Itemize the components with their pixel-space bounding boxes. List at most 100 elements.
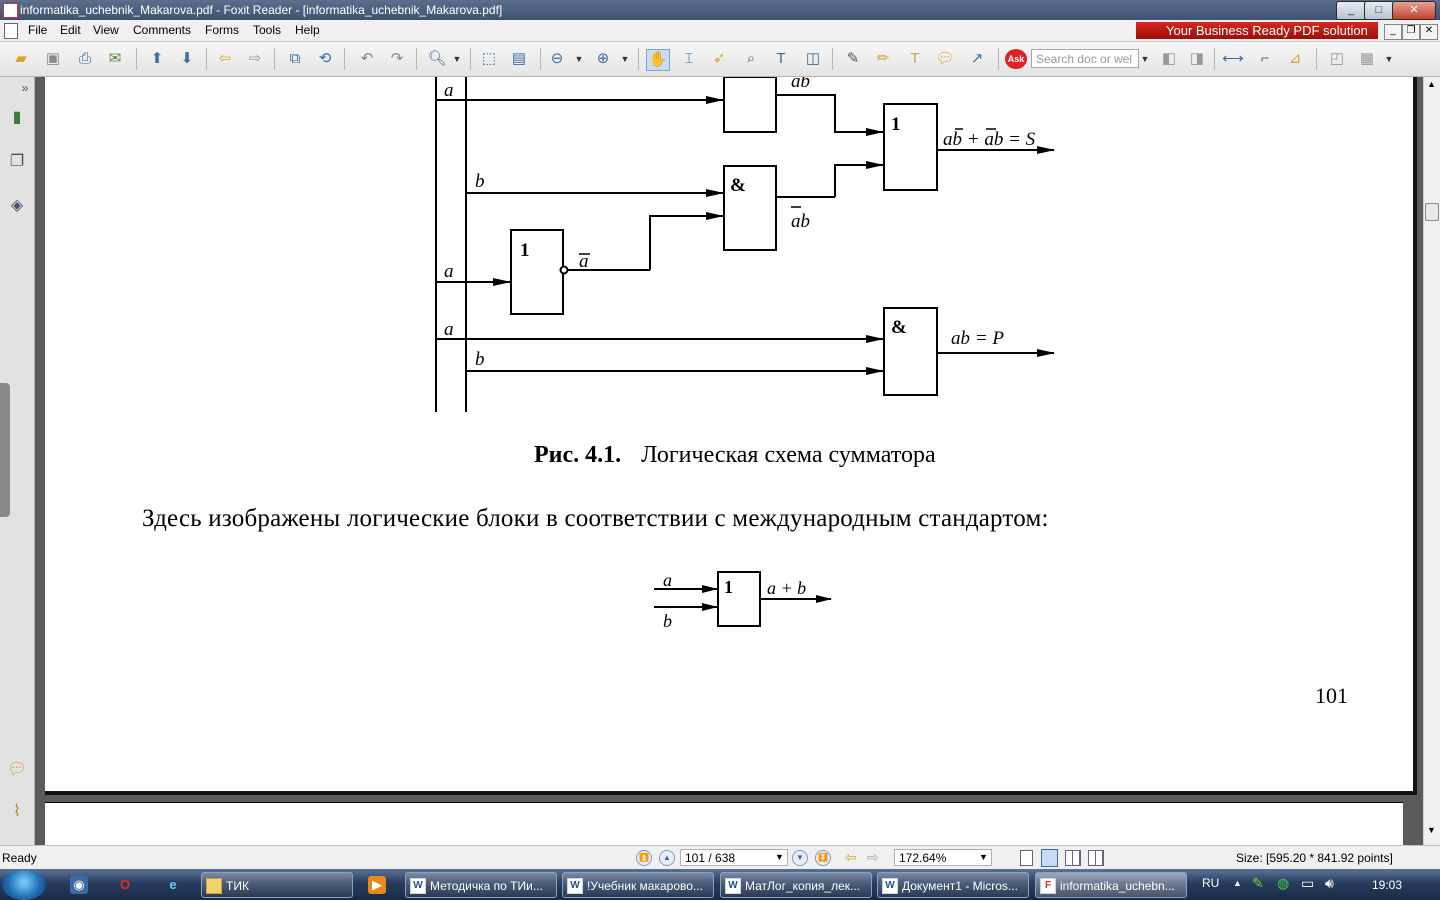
last-page-icon[interactable]: ⏬ — [815, 850, 831, 866]
measure-perimeter-icon[interactable]: ⌐ — [1260, 50, 1270, 67]
next-view-icon[interactable]: ⇨ — [867, 849, 879, 865]
close-button[interactable]: ✕ — [1392, 1, 1436, 20]
maximize-button[interactable]: □ — [1364, 1, 1394, 20]
fit-width-icon[interactable]: ▤ — [511, 50, 527, 67]
first-page-icon[interactable]: ⏫ — [636, 850, 652, 866]
media-player-icon[interactable]: ◉ — [70, 876, 88, 894]
menu-comments[interactable]: Comments — [133, 23, 192, 37]
taskbar-item-tik[interactable]: ТИК — [201, 872, 353, 898]
note-icon[interactable]: ✎ — [846, 50, 860, 67]
forward-icon[interactable]: ⇨ — [248, 50, 262, 67]
page-number-field[interactable]: 101 / 638 — [680, 849, 788, 866]
minimize-button[interactable]: _ — [1336, 1, 1366, 20]
chevron-down-icon[interactable]: ▼ — [620, 54, 630, 64]
arrow-icon[interactable]: ↗ — [970, 50, 984, 67]
rotate-icon[interactable]: ⟲ — [318, 50, 332, 67]
language-indicator[interactable]: RU — [1202, 876, 1220, 890]
start-button[interactable] — [2, 870, 46, 900]
promo-banner[interactable]: Your Business Ready PDF solution — [1136, 22, 1378, 39]
search-next-icon[interactable]: ◨ — [1189, 50, 1205, 67]
next-page-button-icon[interactable]: ▼ — [792, 850, 808, 866]
open-icon[interactable]: ▰ — [15, 50, 27, 67]
chevron-down-icon[interactable]: ▼ — [775, 852, 784, 862]
continuous-facing-icon[interactable] — [1088, 850, 1104, 866]
prev-page-button-icon[interactable]: ▲ — [659, 850, 675, 866]
search-prev-icon[interactable]: ◧ — [1161, 50, 1177, 67]
opera-icon[interactable]: O — [119, 877, 131, 892]
prev-page-icon[interactable]: ⬆ — [150, 50, 164, 67]
typewriter-icon[interactable]: T — [776, 50, 786, 67]
pencil-icon[interactable]: ✏ — [876, 50, 890, 67]
menu-view[interactable]: View — [93, 23, 119, 37]
layers-icon[interactable]: ◈ — [10, 197, 24, 214]
select-arrow-icon[interactable]: ➶ — [712, 50, 726, 67]
document-view[interactable]: a b a a b a ab ab ab + ab = S ab = P 1 &… — [35, 77, 1423, 845]
print-icon[interactable]: ⎙ — [78, 50, 91, 67]
menu-help[interactable]: Help — [295, 23, 320, 37]
menu-edit[interactable]: Edit — [60, 23, 81, 37]
menu-file[interactable]: File — [28, 23, 48, 37]
menu-forms[interactable]: Forms — [205, 23, 239, 37]
prev-view-icon[interactable]: ⇦ — [845, 849, 857, 865]
chevron-down-icon[interactable]: ▼ — [1140, 54, 1150, 64]
clock[interactable]: 19:03 — [1372, 878, 1403, 892]
chevron-down-icon[interactable]: ▼ — [979, 852, 988, 862]
back-icon[interactable]: ⇦ — [218, 50, 232, 67]
save-icon[interactable]: ▣ — [45, 50, 61, 67]
zoom-out-icon[interactable]: ⊖ — [550, 50, 564, 67]
taskbar-item-informatika[interactable]: F informatika_uchebn... — [1035, 872, 1187, 898]
antivirus-icon[interactable]: ◍ — [1277, 875, 1290, 891]
show-hidden-icons-icon[interactable]: ▲ — [1233, 878, 1242, 888]
network-icon[interactable]: ▭ — [1301, 875, 1315, 891]
hand-tool-icon[interactable]: ✋ — [646, 49, 670, 71]
callout-icon[interactable]: 💬︎ — [935, 50, 955, 67]
zoom-in-icon[interactable]: ⊕ — [596, 50, 610, 67]
bookmarks-icon[interactable]: ▮ — [12, 109, 22, 126]
next-page-icon[interactable]: ⬇ — [180, 50, 194, 67]
undo-icon[interactable]: ↶ — [360, 50, 374, 67]
facing-icon[interactable] — [1065, 850, 1081, 866]
chevron-down-icon[interactable]: ▼ — [452, 54, 462, 64]
volume-icon[interactable]: 🔊︎ — [1325, 875, 1334, 891]
textbox-icon[interactable]: T — [910, 50, 920, 67]
find-icon[interactable]: ⌕ — [746, 50, 756, 67]
taskbar-item-uchebnik[interactable]: W !Учебник макарово... — [562, 872, 714, 898]
continuous-icon[interactable] — [1041, 849, 1058, 867]
internet-explorer-icon[interactable]: e — [169, 877, 177, 892]
expand-panel-icon[interactable]: » — [21, 81, 29, 95]
chevron-down-icon[interactable]: ▼ — [1384, 54, 1394, 64]
doc-minimize-button[interactable]: _ — [1384, 24, 1402, 40]
snapshot-icon[interactable]: ◫ — [805, 50, 821, 67]
scroll-down-icon[interactable]: ▼ — [1427, 825, 1436, 835]
pages-icon[interactable]: ❐ — [9, 153, 25, 170]
search-input[interactable]: Search doc or wel — [1031, 49, 1139, 68]
scroll-thumb[interactable] — [1425, 203, 1439, 221]
menu-tools[interactable]: Tools — [253, 23, 282, 37]
attachments-icon[interactable]: ⌇ — [13, 803, 21, 820]
measure-distance-icon[interactable]: ⟷ — [1222, 50, 1244, 67]
extract-icon[interactable]: ⧉ — [289, 50, 301, 67]
redo-icon[interactable]: ↷ — [390, 50, 404, 67]
image-icon[interactable]: ▦ — [1359, 50, 1375, 67]
panel-resize-handle[interactable] — [0, 383, 10, 517]
taskbar-item-matlog[interactable]: W МатЛог_копия_лек... — [720, 872, 872, 898]
doc-close-button[interactable]: ✕ — [1420, 24, 1438, 40]
measure-area-icon[interactable]: ⊿ — [1288, 50, 1302, 67]
fit-page-icon[interactable]: ⬚ — [481, 50, 497, 67]
player-icon[interactable]: ▶ — [368, 876, 386, 894]
chevron-down-icon[interactable]: ▼ — [574, 54, 584, 64]
comments-icon[interactable]: 💬︎ — [6, 761, 28, 778]
scroll-up-icon[interactable]: ▲ — [1427, 79, 1436, 89]
zoom-in-tool-icon[interactable]: 🔍︎ — [427, 50, 447, 67]
link-icon[interactable]: ◰ — [1329, 50, 1345, 67]
vertical-scrollbar[interactable]: ▲ ▼ — [1423, 77, 1440, 845]
zoom-field[interactable]: 172.64% — [894, 849, 992, 866]
ask-logo-icon[interactable]: Ask — [1005, 49, 1027, 69]
taskbar-item-metodichka[interactable]: W Методичка по ТИи... — [405, 872, 557, 898]
single-page-icon[interactable] — [1020, 850, 1033, 866]
pen-icon[interactable]: ✎ — [1252, 875, 1264, 891]
email-icon[interactable]: ✉ — [108, 50, 122, 67]
doc-restore-button[interactable]: ❐ — [1402, 24, 1420, 40]
taskbar-item-dokument[interactable]: W Документ1 - Micros... — [877, 872, 1029, 898]
select-text-icon[interactable]: ⌶ — [684, 50, 694, 67]
